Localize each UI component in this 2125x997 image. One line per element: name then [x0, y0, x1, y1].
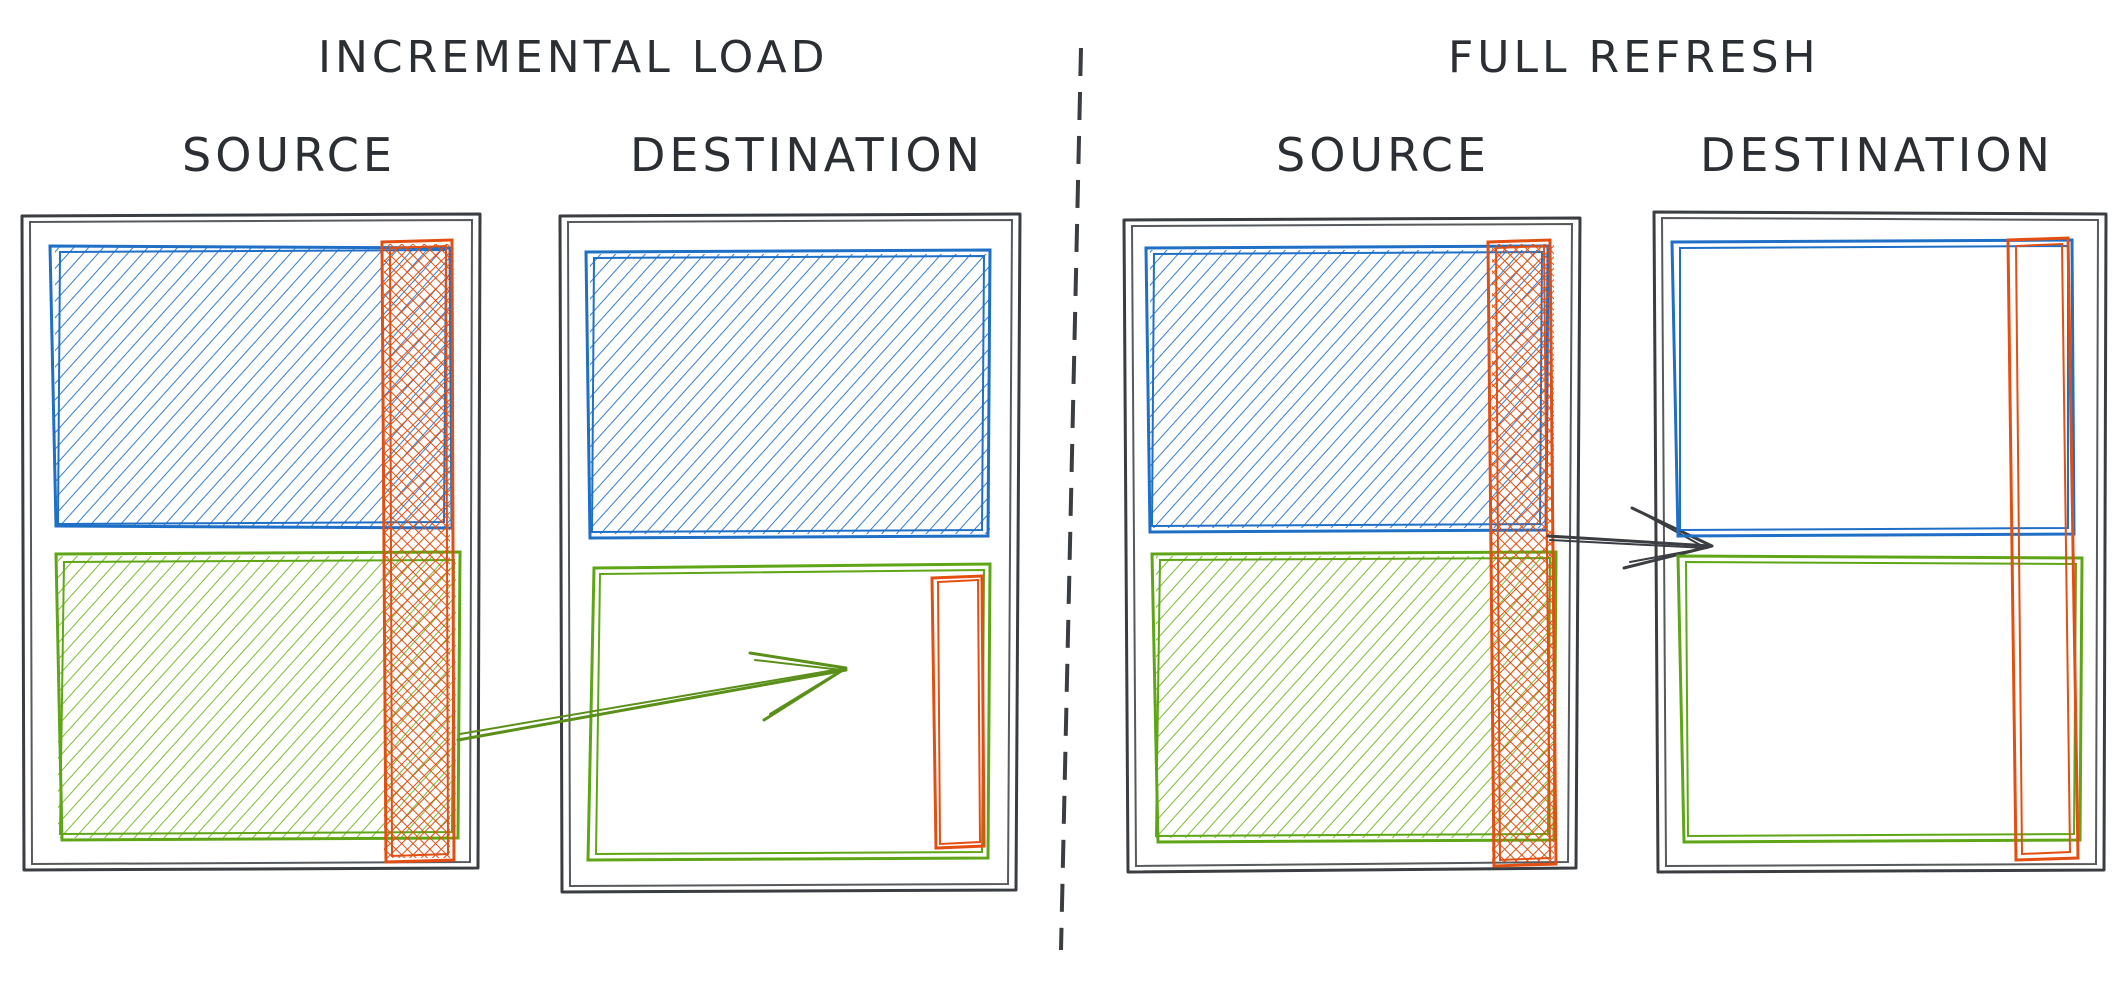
full-refresh-source-table: [1122, 216, 1582, 874]
incremental-destination-green-partition: [586, 562, 992, 862]
incremental-source-table: [20, 212, 482, 872]
full-refresh-source-blue-partition: [1144, 244, 1550, 534]
full-refresh-destination-table: [1652, 210, 2108, 874]
incremental-destination-blue-partition: [584, 248, 992, 540]
full-refresh-source-label: SOURCE: [1276, 128, 1490, 182]
full-refresh-title: FULL REFRESH: [1448, 32, 1820, 83]
incremental-destination-label: DESTINATION: [630, 128, 984, 182]
incremental-source-new-rows-column: [380, 238, 456, 864]
incremental-destination-new-rows-column: [930, 574, 986, 850]
full-refresh-arrow: [1546, 506, 1714, 570]
full-refresh-destination-label: DESTINATION: [1700, 128, 2054, 182]
full-refresh-destination-green-partition: [1676, 554, 2084, 844]
full-refresh-destination-blue-partition: [1670, 238, 2076, 538]
full-refresh-source-green-partition: [1150, 550, 1558, 844]
incremental-load-title: INCREMENTAL LOAD: [318, 32, 829, 83]
full-refresh-source-column: [1486, 238, 1558, 868]
incremental-destination-table: [558, 212, 1022, 894]
section-divider: [1059, 47, 1083, 951]
full-refresh-destination-column: [2006, 236, 2080, 862]
incremental-source-label: SOURCE: [182, 128, 396, 182]
incremental-append-arrow: [456, 651, 848, 742]
